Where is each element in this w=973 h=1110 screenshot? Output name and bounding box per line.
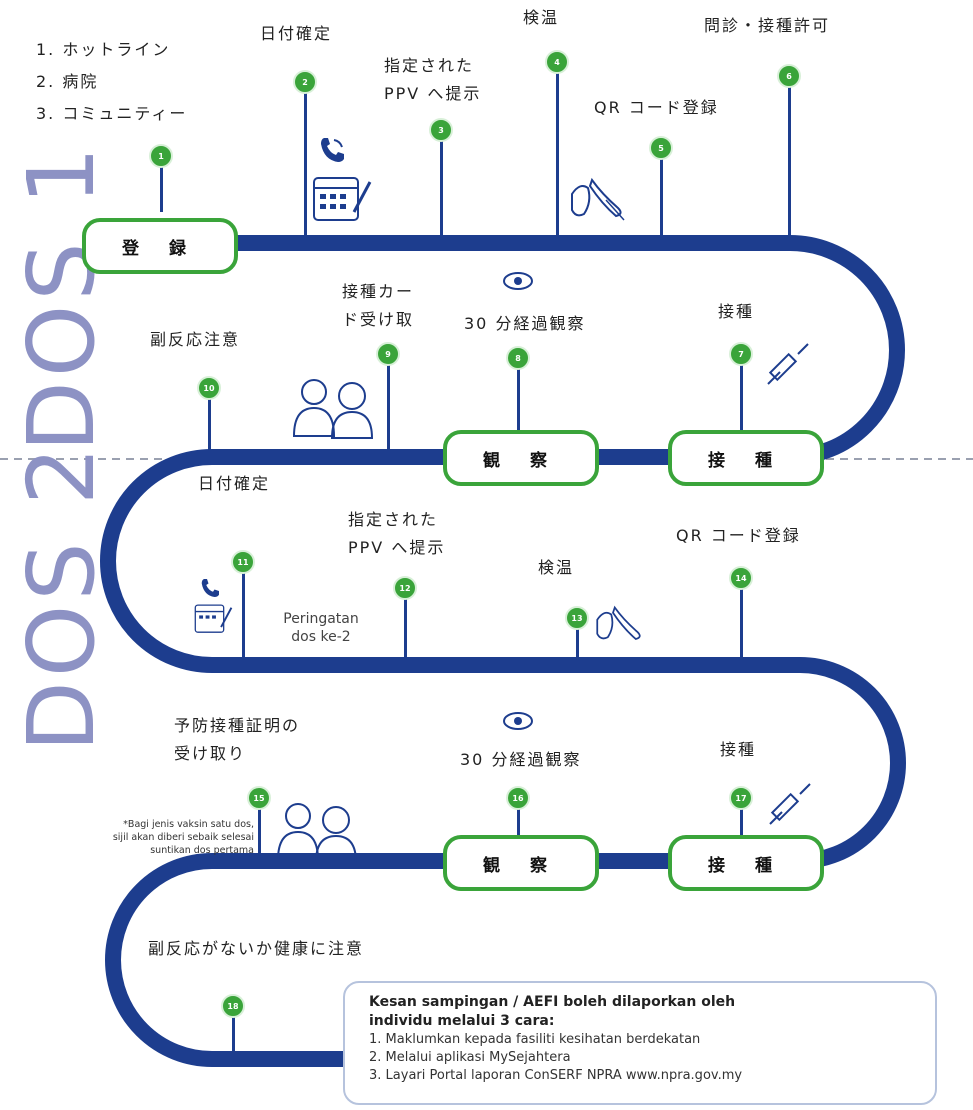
marker-11: 11 [231, 550, 255, 574]
syringe-icon [767, 343, 809, 385]
label-step15: 予防接種証明の 受け取り [174, 716, 301, 763]
stem-6 [788, 82, 791, 240]
marker-13: 13 [565, 606, 589, 630]
stem-10 [208, 392, 211, 452]
marker-10: 10 [197, 376, 221, 400]
track-path [100, 235, 906, 1067]
stem-3 [440, 134, 443, 240]
dos1-label: DOS 1 [8, 142, 115, 452]
marker-5: 5 [649, 136, 673, 160]
marker-3: 3 [429, 118, 453, 142]
pill-vaccination-2: 接 種 [668, 835, 824, 891]
marker-7: 7 [729, 342, 753, 366]
stem-8 [517, 360, 520, 432]
stem-2 [304, 88, 307, 240]
marker-6: 6 [777, 64, 801, 88]
phone-icon [321, 138, 344, 162]
marker-12: 12 [393, 576, 417, 600]
doctor-patient-icon [292, 379, 374, 439]
eye-icon [503, 272, 533, 290]
label-step4: 検温 [523, 8, 560, 27]
route-hospital: 2. 病院 [36, 72, 99, 91]
stem-17 [740, 800, 743, 856]
label-step8: 30 分経過観察 [464, 314, 586, 333]
thermometer-hand-icon [596, 605, 641, 640]
label-step17: 接種 [720, 740, 757, 759]
pill-observation-1: 観 察 [443, 430, 599, 486]
label-step14: QR コード登録 [676, 526, 801, 545]
label-step7: 接種 [718, 302, 755, 321]
marker-2: 2 [293, 70, 317, 94]
marker-17: 17 [729, 786, 753, 810]
label-step3: 指定された PPV へ提示 [384, 56, 482, 103]
stem-15 [258, 800, 261, 856]
marker-4: 4 [545, 50, 569, 74]
stem-11 [242, 566, 245, 660]
pill-registration: 登 録 [82, 218, 238, 274]
stem-1 [160, 162, 163, 212]
stem-5 [660, 150, 663, 240]
phone-icon [201, 579, 219, 597]
stem-13 [576, 620, 579, 660]
doctor-patient-icon [276, 803, 358, 863]
stem-12 [404, 592, 407, 660]
aefi-item-3: 3. Layari Portal laporan ConSERF NPRA ww… [369, 1068, 743, 1083]
calendar-icon [194, 604, 233, 633]
label-step10: 副反応注意 [150, 330, 241, 349]
eye-icon [503, 712, 533, 730]
stem-9 [387, 360, 390, 452]
stem-18 [232, 1010, 235, 1056]
aefi-item-2: 2. Melalui aplikasi MySejahtera [369, 1050, 571, 1065]
label-step16: 30 分経過観察 [460, 750, 582, 769]
reminder-text: Peringatan dos ke-2 [283, 611, 359, 645]
label-step2: 日付確定 [260, 24, 333, 43]
syringe-icon [769, 783, 811, 825]
label-step12: 指定された PPV へ提示 [348, 510, 446, 557]
marker-8: 8 [506, 346, 530, 370]
route-community: 3. コミュニティー [36, 104, 188, 123]
label-step6: 問診・接種許可 [704, 16, 831, 35]
aefi-item-1: 1. Maklumkan kepada fasiliti kesihatan b… [369, 1032, 701, 1047]
thermometer-hand-icon [571, 177, 625, 221]
label-step13: 検温 [538, 558, 575, 577]
stem-4 [556, 68, 559, 240]
marker-14: 14 [729, 566, 753, 590]
dos2-label: DOS 2 [8, 442, 115, 752]
route-hotline: 1. ホットライン [36, 40, 171, 59]
marker-16: 16 [506, 786, 530, 810]
stem-7 [740, 360, 743, 432]
label-step9: 接種カー ド受け取 [342, 282, 415, 329]
label-step18: 副反応がないか健康に注意 [148, 939, 365, 958]
calendar-icon [313, 177, 372, 221]
label-step11: 日付確定 [198, 474, 271, 493]
single-dose-note: *Bagi jenis vaksin satu dos, sijil akan … [112, 819, 254, 856]
marker-9: 9 [376, 342, 400, 366]
stem-16 [517, 800, 520, 856]
marker-1: 1 [149, 144, 173, 168]
marker-18: 18 [221, 994, 245, 1018]
marker-15: 15 [247, 786, 271, 810]
aefi-heading: Kesan sampingan / AEFI boleh dilaporkan … [369, 994, 736, 1029]
label-step5: QR コード登録 [594, 98, 719, 117]
pill-observation-2: 観 察 [443, 835, 599, 891]
aefi-report-box: Kesan sampingan / AEFI boleh dilaporkan … [343, 981, 937, 1105]
stem-14 [740, 580, 743, 660]
pill-vaccination-1: 接 種 [668, 430, 824, 486]
